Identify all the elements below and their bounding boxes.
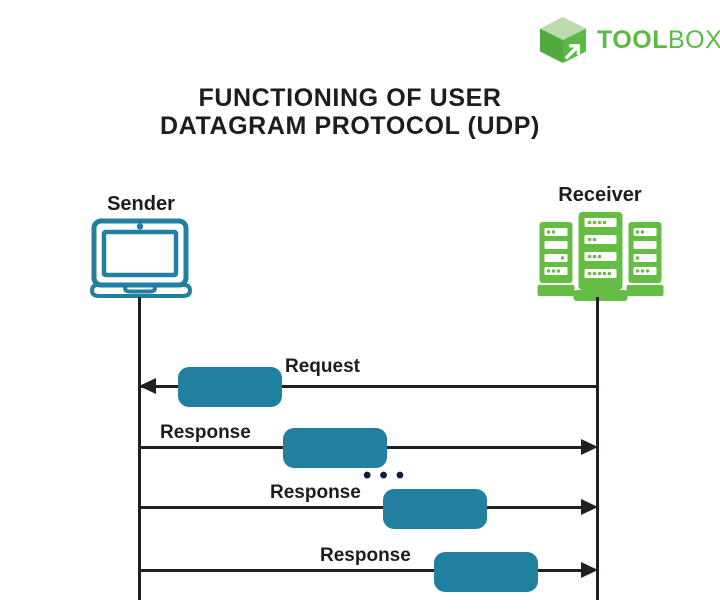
ellipsis-dots: ••• <box>363 462 413 489</box>
receiver-label: Receiver <box>558 184 642 206</box>
udp-packet <box>434 552 538 592</box>
udp-packet <box>383 489 487 529</box>
logo-text-tool: TOOL <box>597 25 668 54</box>
arrowhead-right-icon <box>581 499 598 515</box>
server-icon <box>537 212 664 301</box>
udp-packet <box>283 428 387 468</box>
message-label-request: Request <box>285 356 360 377</box>
laptop-icon <box>90 218 192 298</box>
toolbox-cube-icon <box>539 16 587 64</box>
message-label-response-3: Response <box>320 545 411 566</box>
sender-lifeline <box>138 297 141 600</box>
message-label-response-1: Response <box>160 422 251 443</box>
title-line-1: FUNCTIONING OF USER <box>198 84 502 112</box>
response-arrow-line-2 <box>140 506 585 509</box>
logo-text-box: BOX <box>667 25 720 54</box>
message-label-response-2: Response <box>270 482 361 503</box>
toolbox-logo: TOOLBOX™ <box>537 16 720 64</box>
page-title: FUNCTIONING OF USER DATAGRAM PROTOCOL (U… <box>10 84 690 140</box>
logo-wordmark: TOOLBOX™ <box>597 26 720 55</box>
udp-packet <box>178 367 282 407</box>
sender-label: Sender <box>107 193 175 215</box>
arrowhead-right-icon <box>581 439 598 455</box>
title-line-2: DATAGRAM PROTOCOL (UDP) <box>160 112 540 140</box>
response-arrow-line-3 <box>140 569 585 572</box>
arrowhead-left-icon <box>139 378 156 394</box>
arrowhead-right-icon <box>581 562 598 578</box>
request-arrow-line <box>140 385 598 388</box>
